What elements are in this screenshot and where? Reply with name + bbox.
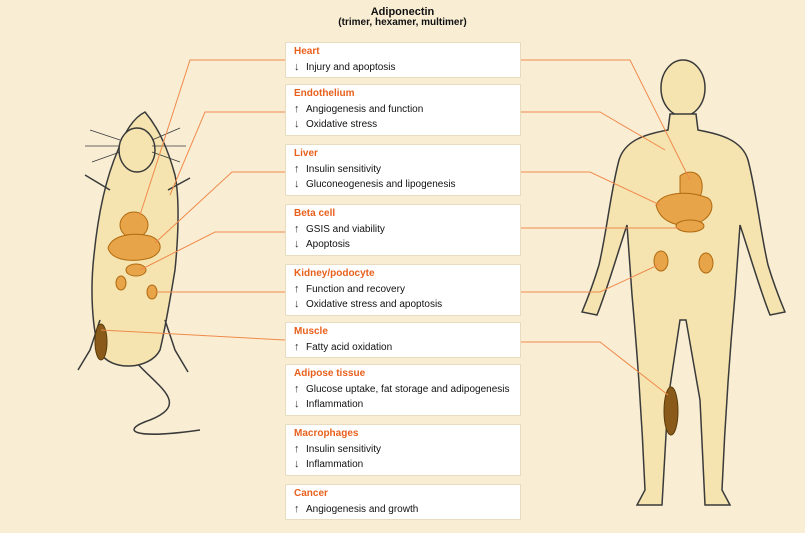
panel-heart: Heart ↓ Injury and apoptosis: [285, 42, 521, 78]
up-arrow-icon: ↑: [294, 383, 300, 395]
panel-heading: Muscle: [294, 326, 328, 337]
effect-row: ↓ Oxidative stress: [294, 117, 512, 132]
up-arrow-icon: ↑: [294, 163, 300, 175]
panel-cancer: Cancer ↑ Angiogenesis and growth: [285, 484, 521, 520]
effect-row: ↓ Inflammation: [294, 397, 512, 412]
panel-heading: Liver: [294, 148, 318, 159]
panel-heading: Heart: [294, 46, 320, 57]
down-arrow-icon: ↓: [294, 298, 300, 310]
human-body: [580, 113, 787, 506]
down-arrow-icon: ↓: [294, 238, 300, 250]
human-figure: [580, 59, 787, 506]
effect-text: GSIS and viability: [306, 224, 385, 235]
mouse-limbs: [77, 174, 191, 373]
mouse-head: [118, 127, 156, 173]
connector-liver-human: [521, 171, 661, 206]
effect-row: ↑ Angiogenesis and growth: [294, 502, 512, 517]
effect-text: Apoptosis: [306, 239, 350, 250]
human-liver: [655, 192, 713, 226]
panel-beta-cell: Beta cell ↑ GSIS and viability ↓ Apoptosis: [285, 204, 521, 256]
panel-heading: Endothelium: [294, 88, 355, 99]
effect-text: Oxidative stress: [306, 119, 378, 130]
down-arrow-icon: ↓: [294, 61, 300, 73]
panel-heading: Beta cell: [294, 208, 336, 219]
effect-row: ↓ Injury and apoptosis: [294, 60, 512, 75]
connector-kidney-human: [521, 264, 659, 293]
effect-row: ↑ GSIS and viability: [294, 222, 512, 237]
down-arrow-icon: ↓: [294, 398, 300, 410]
panel-liver: Liver ↑ Insulin sensitivity ↓ Gluconeogenesi…: [285, 144, 521, 196]
connector-endothelium-human: [521, 111, 666, 151]
effect-text: Fatty acid oxidation: [306, 342, 393, 353]
up-arrow-icon: ↑: [294, 443, 300, 455]
up-arrow-icon: ↑: [294, 283, 300, 295]
diagram-title: Adiponectin: [370, 6, 435, 18]
connector-muscle-mouse: [100, 329, 286, 341]
effect-text: Gluconeogenesis and lipogenesis: [306, 179, 456, 190]
effect-text: Insulin sensitivity: [306, 164, 382, 175]
panel-heading: Cancer: [294, 488, 328, 499]
effect-text: Glucose uptake, fat storage and adipogen…: [306, 384, 510, 395]
effect-text: Angiogenesis and growth: [306, 504, 419, 515]
panel-heading: Kidney/podocyte: [294, 268, 375, 279]
effect-text: Inflammation: [306, 399, 364, 410]
panel-muscle: Muscle ↑ Fatty acid oxidation: [285, 322, 521, 358]
effect-row: ↑ Function and recovery: [294, 282, 512, 297]
mouse-tail: [119, 339, 201, 435]
mouse-kidney-left: [115, 275, 127, 291]
effect-row: ↓ Gluconeogenesis and lipogenesis: [294, 177, 512, 192]
panel-heading: Macrophages: [294, 428, 359, 439]
up-arrow-icon: ↑: [294, 503, 300, 515]
panel-endothelium: Endothelium ↑ Angiogenesis and function ↓ Ox…: [285, 84, 521, 136]
human-kidney-left: [653, 250, 669, 272]
human-head: [660, 59, 706, 117]
human-pancreas: [675, 219, 705, 233]
up-arrow-icon: ↑: [294, 223, 300, 235]
effect-text: Function and recovery: [306, 284, 405, 295]
connector-heart-mouse: [139, 59, 285, 216]
up-arrow-icon: ↑: [294, 103, 300, 115]
down-arrow-icon: ↓: [294, 118, 300, 130]
connector-endothelium-mouse: [169, 111, 285, 196]
connector-heart-human: [521, 59, 691, 181]
effect-text: Injury and apoptosis: [306, 62, 396, 73]
mouse-pancreas: [125, 263, 147, 277]
connector-betacell-mouse: [139, 231, 285, 271]
up-arrow-icon: ↑: [294, 341, 300, 353]
connector-lines: [100, 59, 691, 396]
effect-text: Insulin sensitivity: [306, 444, 382, 455]
connector-muscle-human: [521, 341, 669, 396]
effect-text: Oxidative stress and apoptosis: [306, 299, 443, 310]
effect-row: ↑ Glucose uptake, fat storage and adipoge…: [294, 382, 512, 397]
mouse-figure: [77, 111, 201, 435]
effect-row: ↓ Inflammation: [294, 457, 512, 472]
down-arrow-icon: ↓: [294, 458, 300, 470]
human-kidney-right: [698, 252, 714, 274]
effect-row: ↑ Insulin sensitivity: [294, 442, 512, 457]
down-arrow-icon: ↓: [294, 178, 300, 190]
connector-liver-mouse: [154, 171, 285, 244]
effect-row: ↑ Fatty acid oxidation: [294, 340, 512, 355]
panel-macrophages: Macrophages ↑ Insulin sensitivity ↓ Inflamma…: [285, 424, 521, 476]
effect-row: ↑ Insulin sensitivity: [294, 162, 512, 177]
effect-row: ↓ Oxidative stress and apoptosis: [294, 297, 512, 312]
diagram-subtitle: (trimer, hexamer, multimer): [338, 17, 467, 28]
effect-row: ↓ Apoptosis: [294, 237, 512, 252]
mouse-liver: [107, 233, 161, 261]
human-muscle: [663, 386, 679, 436]
effect-row: ↑ Angiogenesis and function: [294, 102, 512, 117]
panel-adipose-tissue: Adipose tissue ↑ Glucose uptake, fat stora…: [285, 364, 521, 416]
panel-kidney-podocyte: Kidney/podocyte ↑ Function and recovery ↓ Ox…: [285, 264, 521, 316]
panel-heading: Adipose tissue: [294, 368, 366, 379]
mouse-muscle: [94, 323, 108, 361]
effect-text: Angiogenesis and function: [306, 104, 424, 115]
effect-text: Inflammation: [306, 459, 364, 470]
